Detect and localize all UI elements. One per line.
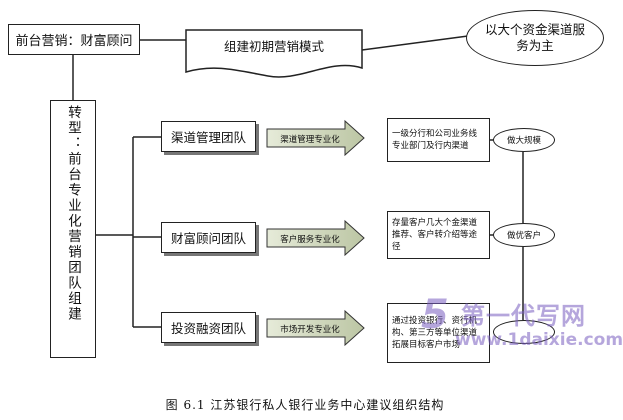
box-detail-wealth: 存量客户几大个金渠道推荐、客户转介绍等途径 xyxy=(387,211,490,259)
team-channel-label: 渠道管理团队 xyxy=(170,130,246,145)
arrow-channel xyxy=(266,119,365,157)
front-marketing-label: 前台营销：财富顾问 xyxy=(15,34,133,49)
ellipse-result-scale: 做大规模 xyxy=(493,128,555,152)
figure-caption: 图 6.1 江苏银行私人银行业务中心建议组织结构 xyxy=(165,398,445,412)
arrow-market-label: 市场开发专业化 xyxy=(280,325,340,335)
detail-investment-text: 通过投资银行、资行机构、第三方等单位渠道拓展目标客户市场 xyxy=(392,316,478,350)
detail-wealth-text: 存量客户几大个金渠道推荐、客户转介绍等途径 xyxy=(392,218,478,252)
connector-lines xyxy=(72,29,524,347)
arrow-market xyxy=(266,309,365,347)
initial-mode-label: 组建初期营销模式 xyxy=(223,39,324,54)
result-client-label: 做优客户 xyxy=(506,231,541,241)
transform-label: 转型：前台专业化营销团队组建 xyxy=(65,105,81,322)
detail-channel-text: 一级分行和公司业务线专业部门及行内渠道 xyxy=(392,129,478,151)
box-front-marketing: 前台营销：财富顾问 xyxy=(8,24,140,55)
box-team-wealth: 财富顾问团队 xyxy=(161,222,256,253)
ellipse-top-goal: 以大个资金渠道服务为主 xyxy=(466,10,604,66)
doc-shape-initial-mode xyxy=(185,29,363,78)
result-scale-label: 做大规模 xyxy=(506,136,541,146)
box-team-channel: 渠道管理团队 xyxy=(161,121,256,152)
arrow-service xyxy=(266,219,365,257)
box-detail-channel: 一级分行和公司业务线专业部门及行内渠道 xyxy=(387,118,490,162)
box-transform: 转型：前台专业化营销团队组建 xyxy=(50,100,96,358)
box-team-investment: 投资融资团队 xyxy=(161,312,256,343)
arrow-service-label: 客户服务专业化 xyxy=(280,235,340,245)
team-investment-label: 投资融资团队 xyxy=(170,321,246,336)
ellipse-result-market xyxy=(493,320,555,344)
top-goal-label: 以大个资金渠道服务为主 xyxy=(484,22,585,53)
box-detail-investment: 通过投资银行、资行机构、第三方等单位渠道拓展目标客户市场 xyxy=(387,303,490,363)
ellipse-result-client: 做优客户 xyxy=(493,223,555,247)
arrow-channel-label: 渠道管理专业化 xyxy=(280,135,340,145)
team-wealth-label: 财富顾问团队 xyxy=(170,231,246,246)
